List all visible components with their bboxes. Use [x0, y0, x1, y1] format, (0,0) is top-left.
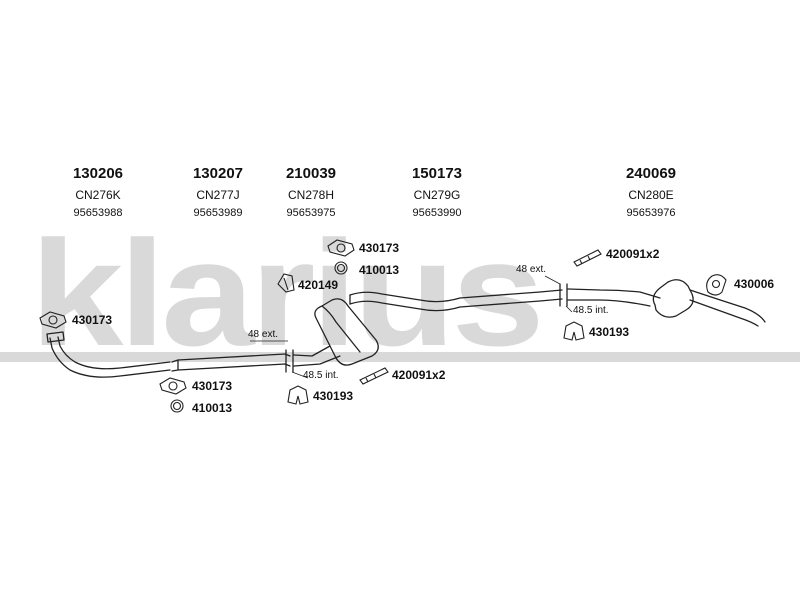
joint-right — [559, 283, 568, 307]
intermediate-pipe — [349, 289, 563, 303]
front-pipe-inner — [57, 336, 171, 370]
label-hanger-right: 430006 — [734, 277, 775, 291]
part-code: CN276K — [75, 188, 121, 202]
note-int-right: 48.5 int. — [573, 305, 609, 316]
dim-ext-right — [544, 275, 561, 285]
label-ring-bottom: 410013 — [192, 401, 233, 415]
front-pipe — [49, 337, 171, 378]
gasket-icon-left — [39, 311, 67, 329]
rubber-mount-icon-right — [563, 321, 585, 341]
gasket-icon-bottom — [159, 377, 187, 395]
label-ring-top: 410013 — [359, 263, 400, 277]
label-clamp-right: 420091x2 — [606, 247, 660, 261]
part-number: 150173 — [411, 165, 463, 182]
ring-icon-top — [334, 261, 348, 275]
part-code: CN279G — [413, 188, 461, 202]
note-int-left: 48.5 int. — [303, 370, 339, 381]
oe-number: 95653976 — [626, 207, 676, 219]
oe-number: 95653990 — [412, 207, 462, 219]
column-header-3: 210039 CN278H 95653975 — [256, 165, 366, 219]
part-code: CN278H — [287, 188, 335, 202]
ring-icon-bottom — [170, 399, 184, 413]
hanger-icon-right — [706, 274, 727, 296]
note-ext-left: 48 ext. — [248, 329, 279, 340]
rubber-mount-icon-mid — [287, 385, 309, 405]
dim-int-right — [565, 305, 573, 313]
label-clamp-mid: 420091x2 — [392, 368, 446, 382]
dim-int-left — [291, 371, 309, 379]
centre-silencer — [293, 298, 379, 367]
oe-number: 95653975 — [286, 207, 336, 219]
part-code: CN277J — [196, 188, 240, 202]
part-number: 130206 — [72, 165, 124, 182]
label-mount-mid: 420149 — [298, 278, 339, 292]
note-ext-right: 48 ext. — [516, 264, 547, 275]
clamp-icon-mid — [359, 367, 389, 385]
part-number: 210039 — [285, 165, 337, 182]
label-rubber-right: 430193 — [589, 325, 630, 339]
part-number: 130207 — [192, 165, 244, 182]
mid-pipe — [171, 353, 291, 363]
oe-number: 95653989 — [193, 207, 243, 219]
brand-watermark: klarius — [30, 209, 545, 377]
part-code: CN280E — [628, 188, 674, 202]
mount-icon-mid — [277, 273, 295, 293]
column-header-1: 130206 CN276K 95653988 — [43, 165, 153, 219]
joint-left — [285, 349, 294, 373]
column-header-4: 150173 CN279G 95653990 — [382, 165, 492, 219]
part-number: 240069 — [625, 165, 677, 182]
label-gasket-top: 430173 — [359, 241, 400, 255]
oe-number: 95653988 — [73, 207, 123, 219]
label-rubber-mid: 430193 — [313, 389, 354, 403]
column-header-2: 130207 CN277J 95653989 — [163, 165, 273, 219]
clamp-icon-right — [573, 249, 602, 267]
column-header-5: 240069 CN280E 95653976 — [596, 165, 706, 219]
gasket-icon-top — [327, 239, 355, 257]
label-gasket-bottom: 430173 — [192, 379, 233, 393]
rear-silencer — [567, 279, 766, 327]
label-gasket-left: 430173 — [72, 313, 113, 327]
watermark-band — [0, 352, 800, 362]
